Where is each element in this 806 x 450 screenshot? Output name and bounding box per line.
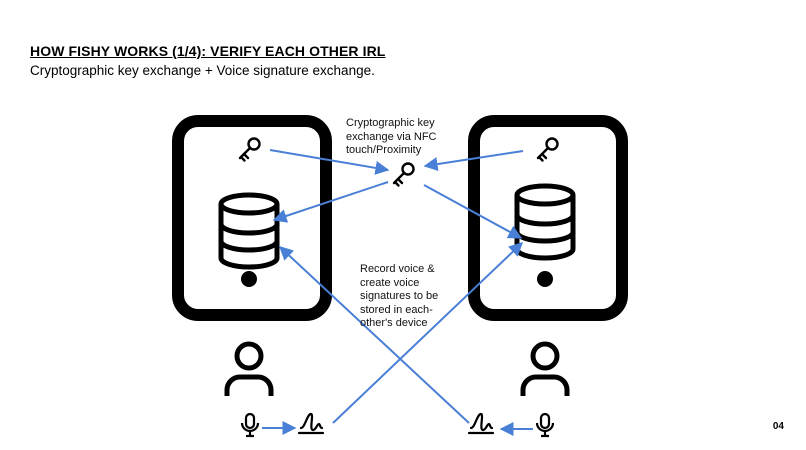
voice-signature-note: Record voice & create voice signatures t…	[360, 263, 439, 329]
key-icon	[392, 162, 415, 187]
arrow-shared-to-right-db	[423, 184, 523, 239]
phone-home-button	[537, 271, 553, 287]
microphone-icon	[535, 412, 555, 438]
page-number: 04	[772, 421, 784, 432]
signature-icon	[467, 412, 495, 435]
database-icon	[221, 195, 277, 267]
database-icon	[517, 186, 573, 258]
arrow-left-key-to-shared	[269, 149, 390, 175]
key-icon	[536, 137, 559, 162]
person-icon	[227, 344, 271, 396]
phone-home-button	[241, 271, 257, 287]
signature-icon	[297, 412, 325, 435]
key-icon	[238, 137, 261, 162]
arrows	[262, 149, 533, 436]
person-icon	[523, 344, 567, 396]
arrow-right-sig-to-left-db	[278, 246, 470, 424]
key-exchange-note: Cryptographic key exchange via NFC touch…	[346, 117, 437, 156]
arrow-left-sig-to-right-db	[332, 242, 524, 424]
phone-right	[468, 115, 628, 321]
microphone-icon	[240, 412, 260, 438]
phone-frame-icon	[172, 115, 332, 321]
slide-title: HOW FISHY WORKS (1/4): VERIFY EACH OTHER…	[30, 43, 386, 59]
arrow-shared-to-left-db	[272, 181, 389, 223]
phone-left	[172, 115, 332, 321]
slide-subtitle: Cryptographic key exchange + Voice signa…	[30, 63, 375, 78]
arrow-right-key-to-shared	[423, 150, 524, 172]
phone-frame-icon	[468, 115, 628, 321]
